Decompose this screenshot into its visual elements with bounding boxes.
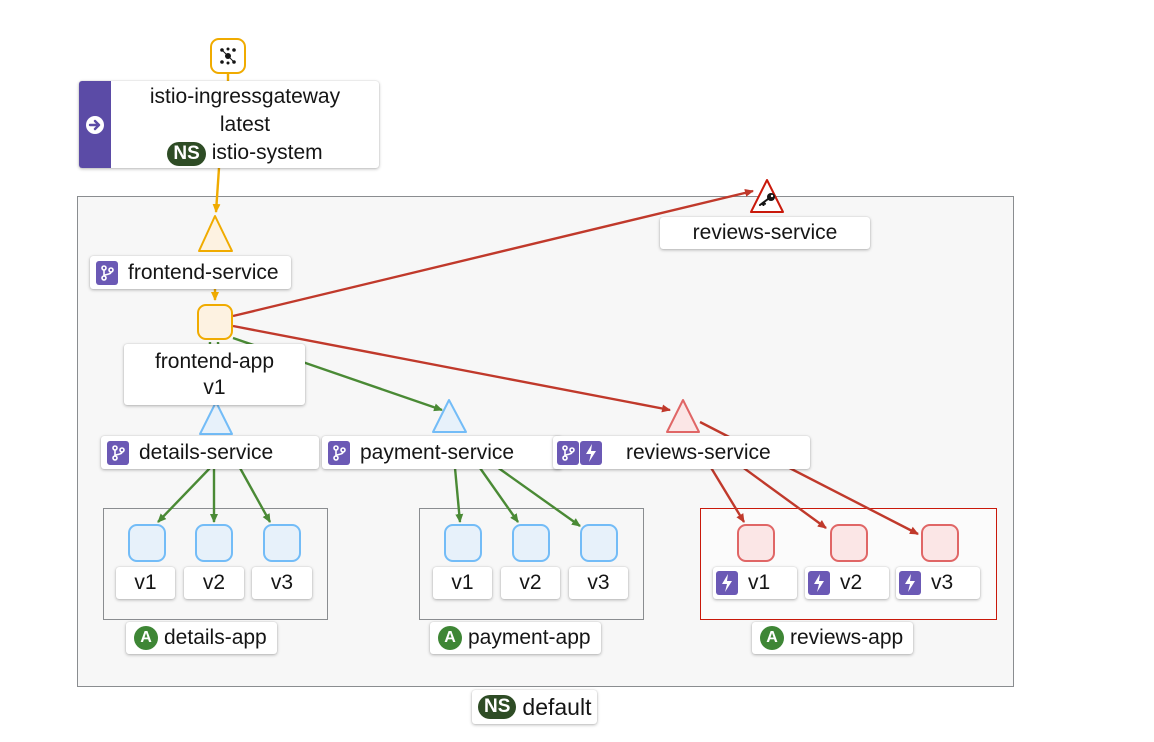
arrow-right-circle-icon: [86, 115, 104, 134]
service-badge: [107, 440, 129, 465]
branch-icon: [112, 444, 125, 461]
payment-app-label[interactable]: A payment-app: [430, 622, 601, 654]
namespace-badge: NS: [478, 695, 517, 719]
version-text: v1: [134, 571, 157, 594]
version-text: v3: [931, 571, 954, 594]
fault-injection-badge: [808, 571, 830, 595]
app-badge: A: [438, 626, 462, 650]
edge-reviews-v1: [708, 465, 746, 523]
version-text: v3: [587, 571, 610, 594]
reviews-v3-node[interactable]: [921, 524, 959, 562]
gateway-side-badge: [79, 81, 111, 168]
reviews-v1-label[interactable]: v1: [713, 567, 797, 599]
reviews-service-label[interactable]: reviews-service: [553, 436, 810, 469]
frontend-app-node[interactable]: [197, 304, 233, 340]
version-text: v2: [840, 571, 863, 594]
details-app-label[interactable]: A details-app: [126, 622, 277, 654]
payment-v1-label[interactable]: v1: [433, 567, 492, 599]
fault-injection-badge: [716, 571, 738, 595]
namespace-badge: NS: [167, 141, 206, 166]
edge-frontend-reviews-service: [232, 324, 671, 413]
frontend-app-name: frontend-app: [154, 349, 275, 373]
external-reviews-service-label[interactable]: reviews-service: [660, 217, 870, 249]
service-badge: [328, 440, 350, 465]
details-v2-label[interactable]: v2: [184, 567, 244, 599]
details-v3-node[interactable]: [263, 524, 301, 562]
bolt-icon: [586, 443, 596, 462]
reviews-v3-label[interactable]: v3: [896, 567, 980, 599]
reviews-service-name: reviews-service: [626, 440, 771, 464]
fault-injection-badge: [580, 440, 602, 465]
payment-v3-node[interactable]: [580, 524, 618, 562]
frontend-service-name: frontend-service: [128, 260, 279, 284]
edge-gateway-frontend-service: [212, 167, 221, 213]
version-text: v1: [748, 571, 771, 594]
details-service-label[interactable]: details-service: [101, 436, 319, 469]
payment-v1-node[interactable]: [444, 524, 482, 562]
app-badge: A: [134, 626, 158, 650]
gateway-root-node[interactable]: [210, 38, 246, 74]
reviews-app-label[interactable]: A reviews-app: [752, 622, 914, 654]
payment-service-label[interactable]: payment-service: [322, 436, 562, 469]
edge-details-v3: [238, 467, 272, 523]
branch-icon: [101, 264, 114, 281]
version-text: v1: [451, 571, 474, 594]
edge-payment-v2: [479, 467, 519, 523]
namespace-label[interactable]: NS default: [472, 690, 598, 724]
reviews-v1-node[interactable]: [737, 524, 775, 562]
triangle-details-service: [199, 401, 233, 435]
gateway-namespace: istio-system: [211, 140, 323, 164]
reviews-v2-label[interactable]: v2: [805, 567, 889, 599]
fault-injection-badge: [899, 571, 921, 595]
details-app-name: details-app: [164, 626, 267, 649]
service-badge: [96, 260, 118, 285]
payment-app-name: payment-app: [468, 626, 591, 649]
frontend-app-label[interactable]: frontend-app v1: [124, 344, 305, 405]
payment-v3-label[interactable]: v3: [569, 567, 628, 599]
app-badge: A: [760, 626, 784, 650]
edge-details-v1: [157, 467, 211, 523]
frontend-app-version: v1: [203, 375, 226, 399]
details-service-name: details-service: [139, 440, 274, 464]
edge-frontend-external-reviews: [232, 188, 754, 318]
version-text: v3: [270, 571, 294, 594]
bolt-icon: [814, 574, 824, 592]
bolt-icon: [722, 574, 732, 592]
payment-service-name: payment-service: [360, 440, 515, 464]
triangle-payment-service: [432, 399, 467, 433]
bolt-icon: [905, 574, 915, 592]
edge-payment-v1: [453, 467, 464, 523]
edge-reviews-v2: [729, 457, 827, 529]
details-v2-node[interactable]: [195, 524, 233, 562]
gateway-name: istio-ingressgateway: [149, 84, 341, 108]
gateway-version: latest: [219, 112, 271, 136]
key-icon: [759, 193, 775, 206]
branch-icon: [333, 444, 346, 461]
details-v1-node[interactable]: [128, 524, 166, 562]
reviews-app-name: reviews-app: [790, 626, 904, 649]
version-text: v2: [519, 571, 542, 594]
payment-v2-node[interactable]: [512, 524, 550, 562]
version-text: v2: [202, 571, 226, 594]
details-v3-label[interactable]: v3: [252, 567, 312, 599]
edge-payment-v3: [489, 461, 581, 527]
external-reviews-service-name: reviews-service: [692, 221, 838, 244]
details-v1-label[interactable]: v1: [116, 567, 175, 599]
payment-v2-label[interactable]: v2: [501, 567, 560, 599]
cluster-icon: [220, 47, 236, 65]
triangle-reviews-service: [666, 399, 700, 433]
triangle-external-reviews-service: [750, 179, 784, 213]
service-badge: [557, 440, 579, 465]
triangle-frontend-service: [198, 215, 233, 252]
frontend-service-label[interactable]: frontend-service: [90, 256, 291, 289]
namespace-name: default: [522, 694, 592, 720]
reviews-v2-node[interactable]: [830, 524, 868, 562]
branch-icon: [562, 444, 575, 461]
